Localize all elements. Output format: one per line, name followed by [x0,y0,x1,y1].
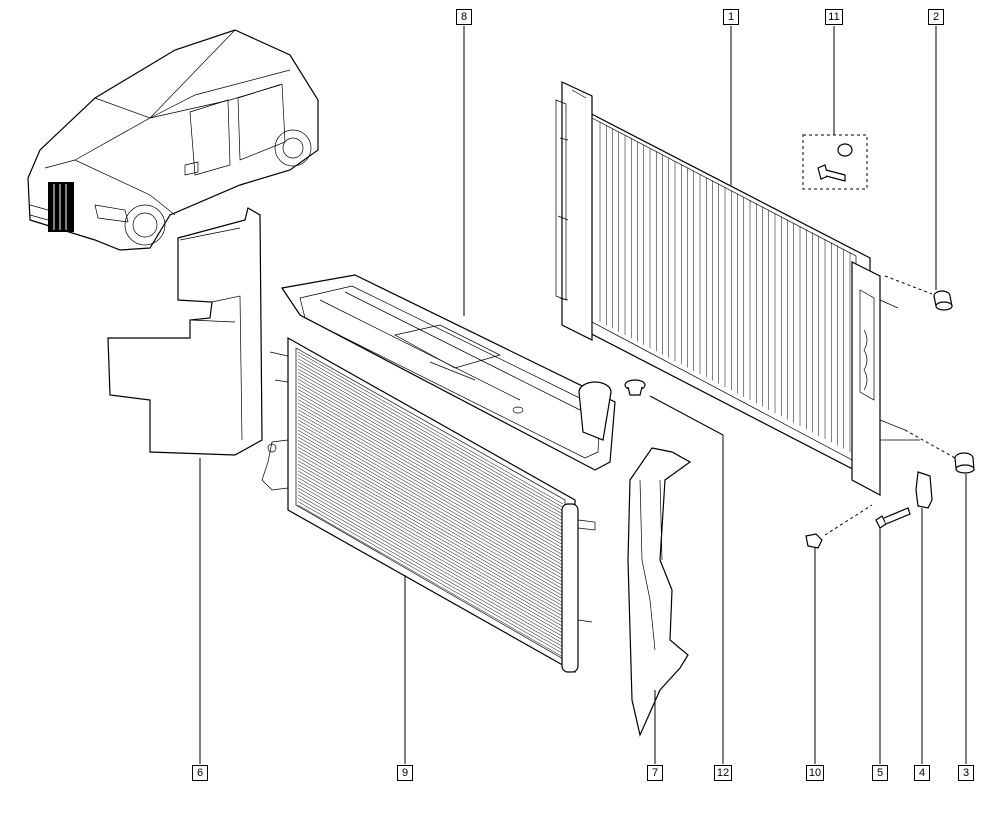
clip-part-12 [624,379,646,396]
fin-line [297,443,564,597]
fin-line [297,497,564,651]
fin-line [297,440,564,593]
leader-lines [199,26,967,764]
fin-line [297,419,564,573]
fin-line [297,399,564,552]
callout-8: 8 [456,9,472,25]
fin-line [297,450,564,603]
callout-10: 10 [806,765,824,781]
fin-line [297,494,564,648]
radiator-part-1 [555,81,920,497]
callout-5: 5 [872,765,888,781]
fin-line [297,460,564,614]
fin-line [297,423,564,576]
fin-line [297,365,564,518]
fin-line [297,436,564,590]
bolt-part-5 [875,507,911,529]
fin-line [297,477,564,631]
plug-part-2 [933,290,953,311]
fin-line [297,453,564,607]
callout-11: 11 [825,9,843,25]
fin-line [297,402,564,556]
fin-line [297,457,564,610]
sensor-part-10 [805,533,823,549]
fin-line [297,372,564,525]
fin-line [297,412,564,566]
fin-line [297,426,564,580]
fin-line [297,409,564,563]
fin-line [297,368,564,522]
fin-line [297,382,564,535]
fin-line [297,501,564,654]
fin-line [297,361,564,515]
callout-3: 3 [958,765,974,781]
fin-line [297,487,564,641]
fin-line [297,463,564,617]
fin-line [297,351,564,505]
vehicle-locator-illustration [27,29,319,251]
air-deflector-part-6 [107,207,263,456]
fin-line [297,355,564,508]
fin-line [297,416,564,569]
fin-line [297,446,564,600]
callout-1: 1 [723,9,739,25]
fin-line [297,385,564,539]
air-deflector-part-7 [627,447,692,737]
callout-4: 4 [914,765,930,781]
fin-line [297,504,564,658]
callout-9: 9 [397,765,413,781]
callout-2: 2 [928,9,944,25]
fin-line [297,392,564,546]
shroud-bracket-part-8 [280,274,616,471]
fin-line [297,395,564,549]
bolt-nut-kit-part-11 [802,134,868,190]
fin-line [297,480,564,634]
plug-part-3 [954,452,975,474]
fin-line [297,491,564,644]
fin-line [297,484,564,637]
bracket-part-4 [915,471,933,509]
fin-line [297,406,564,559]
callout-12: 12 [714,765,732,781]
fin-line [297,467,564,620]
fin-line [297,358,564,512]
fin-line [297,375,564,529]
fin-line [297,429,564,583]
fin-line [297,378,564,532]
callout-7: 7 [647,765,663,781]
condenser-part-9 [261,336,596,674]
callout-6: 6 [192,765,208,781]
fin-line [297,470,564,624]
fin-line [297,389,564,542]
fin-line [297,474,564,627]
fin-line [297,433,564,586]
